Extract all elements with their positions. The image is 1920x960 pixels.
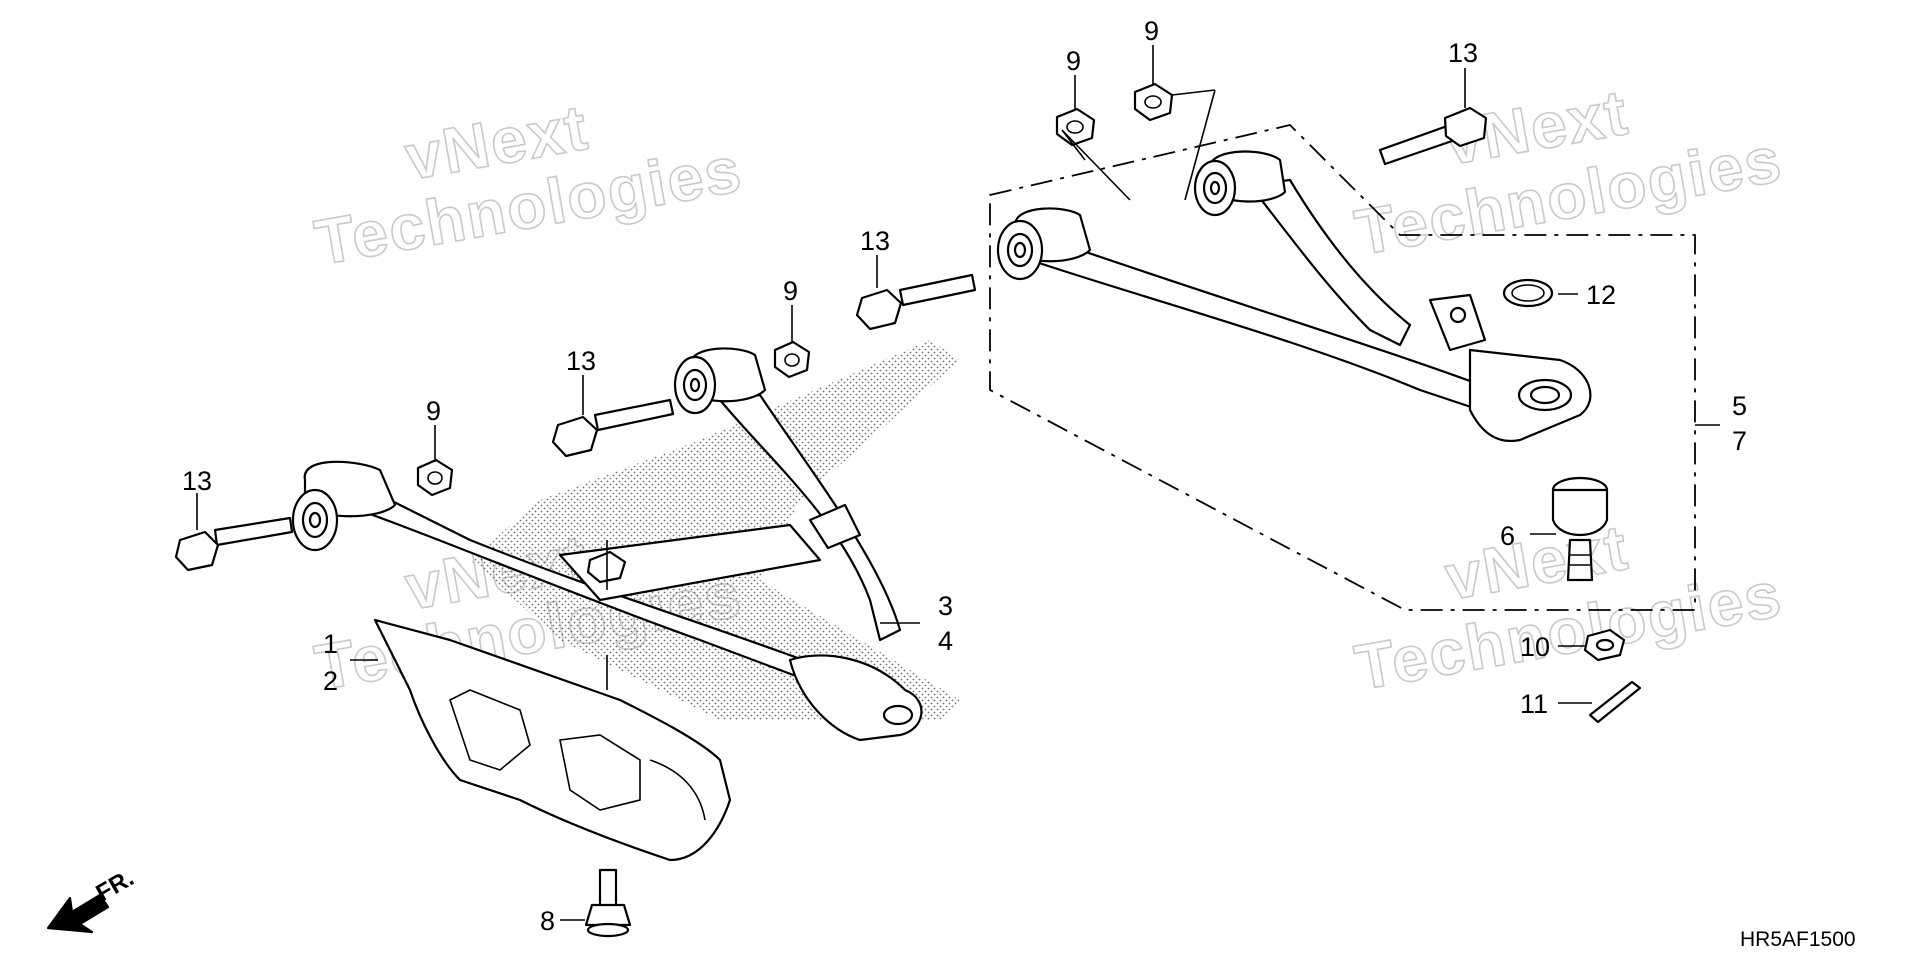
leader-lines [196, 45, 1720, 921]
skid-plate [373, 618, 732, 862]
snap-ring-12 [1502, 278, 1554, 308]
callout-9-upper-right: 9 [1144, 16, 1159, 46]
cotter-pin-11 [1588, 680, 1642, 724]
callout-7: 7 [1732, 426, 1747, 456]
callout-13-left: 13 [182, 466, 212, 496]
callout-2: 2 [323, 666, 338, 696]
diagram-code: HR5AF1500 [1740, 928, 1856, 951]
lower-arm-assembly [291, 347, 923, 742]
callout-13-right: 13 [1448, 38, 1478, 68]
callout-9-upper-left: 9 [1066, 46, 1081, 76]
shading-area [470, 340, 960, 720]
callout-labels: 13 9 13 9 13 9 9 13 1 2 3 4 5 7 6 12 10 … [182, 16, 1747, 936]
nut-10 [1583, 628, 1626, 662]
nut-9-upper-right [1133, 82, 1174, 122]
bolt-13-mid-right [855, 273, 977, 331]
callout-1: 1 [323, 629, 338, 659]
nut-9-left [416, 458, 454, 497]
nut-9-mid [773, 340, 811, 379]
callout-8: 8 [540, 906, 555, 936]
front-direction-arrow: FR. [46, 864, 138, 934]
watermark-bottom-right: vNext Technologies [1349, 510, 1788, 705]
callout-6: 6 [1500, 521, 1515, 551]
callout-12: 12 [1586, 280, 1616, 310]
watermark-top-left: vNext Technologies [309, 90, 748, 280]
bolt-13-right [1378, 106, 1488, 166]
nut-9-upper-left [1055, 107, 1096, 147]
callout-13-mid-right: 13 [860, 226, 890, 256]
bolt-8 [584, 868, 632, 938]
callout-11: 11 [1520, 689, 1548, 719]
callout-9-mid: 9 [783, 276, 798, 306]
upper-arm-assembly [996, 150, 1592, 443]
callout-13-mid-left: 13 [566, 346, 596, 376]
bolt-13-left [174, 516, 294, 572]
assembly-outline [989, 124, 1696, 611]
callout-4: 4 [938, 626, 953, 656]
watermark-top-right: vNext Technologies [1349, 75, 1788, 270]
ball-joint-6 [1551, 476, 1609, 582]
callout-9-left: 9 [426, 396, 441, 426]
callout-3: 3 [938, 591, 953, 621]
bolt-13-mid-left [551, 398, 675, 458]
callout-5: 5 [1732, 391, 1747, 421]
callout-10: 10 [1520, 632, 1550, 662]
